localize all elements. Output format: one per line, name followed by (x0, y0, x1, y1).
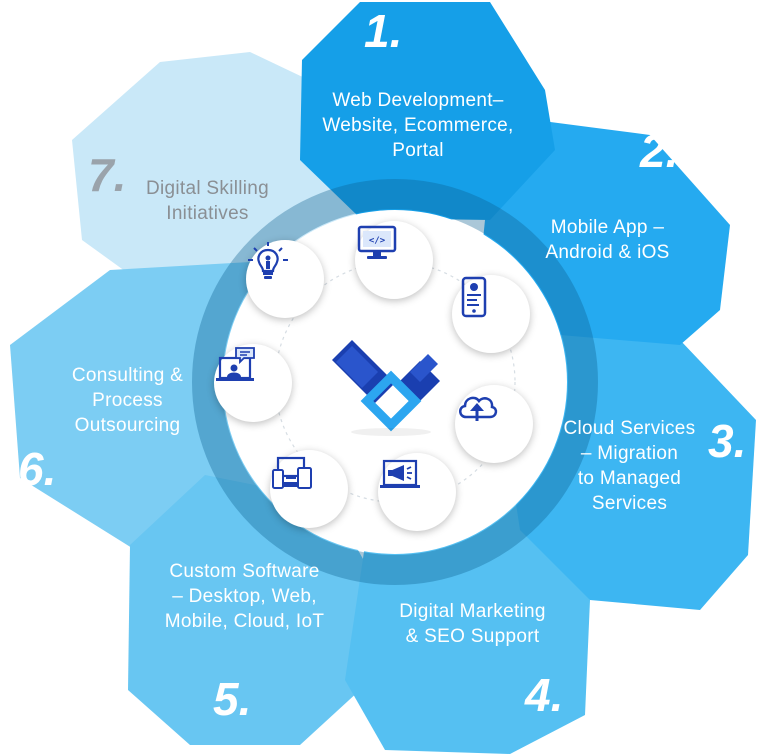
segment-5-number: 5. (213, 673, 252, 725)
segment-6-label: Consulting & Process Outsourcing (71, 365, 184, 436)
segment-4-number: 4. (525, 669, 564, 721)
lightbulb-idea-icon-circle (246, 240, 324, 318)
code-monitor-icon: </> (357, 225, 397, 259)
segment-5-label: Custom Software – Desktop, Web, Mobile, … (164, 561, 325, 632)
lightbulb-idea-icon (248, 242, 288, 279)
svg-text:</>: </> (369, 236, 386, 246)
segment-5-hexagon (128, 475, 372, 745)
mobile-app-icon (461, 276, 487, 318)
marketing-megaphone-icon (380, 459, 420, 488)
mobile-app-icon-circle (452, 275, 530, 353)
consulting-chat-icon-circle (214, 344, 292, 422)
segment-4-label: Digital Marketing & SEO Support (399, 601, 546, 647)
segment-2-hexagon (480, 120, 730, 345)
multi-device-icon-circle (270, 450, 348, 528)
segment-1-label: Web Development– Website, Ecommerce, Por… (322, 90, 514, 161)
consulting-chat-icon (216, 347, 255, 381)
segment-6-number: 6. (18, 443, 57, 495)
segment-1-number: 1. (364, 5, 403, 57)
multi-device-icon (272, 456, 312, 489)
segment-3-number: 3. (708, 415, 747, 467)
segment-7-label: Digital Skilling Initiatives (145, 178, 270, 224)
code-monitor-icon-circle: </> (355, 221, 433, 299)
segment-7-number: 7. (88, 149, 127, 201)
cloud-upload-icon (459, 396, 498, 421)
segment-3-label: Cloud Services – Migration to Managed Se… (563, 418, 696, 514)
marketing-megaphone-icon-circle (378, 453, 456, 531)
segment-2-number: 2. (640, 125, 679, 177)
orbit-line (274, 261, 516, 503)
segment-1-hexagon (300, 2, 555, 220)
company-logo (332, 340, 440, 436)
cloud-upload-icon-circle (455, 385, 533, 463)
segment-2-label: Mobile App – Android & iOS (545, 217, 670, 263)
inner-ring (192, 179, 598, 585)
